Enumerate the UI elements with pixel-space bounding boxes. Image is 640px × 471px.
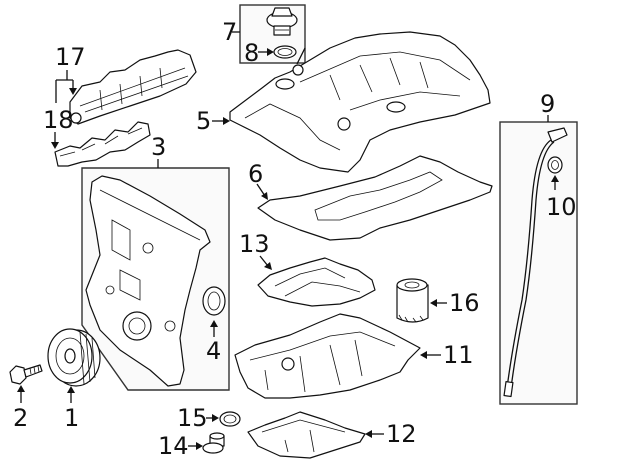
- callout-15: 15: [177, 404, 208, 432]
- callout-14: 14: [158, 432, 189, 460]
- lower-oil-pan-drawing[interactable]: [247, 411, 366, 459]
- callout-11: 11: [443, 341, 474, 369]
- crankshaft-pulley-drawing[interactable]: [47, 328, 101, 387]
- oil-baffle-drawing[interactable]: [257, 257, 376, 307]
- front-crank-seal-drawing[interactable]: [202, 286, 226, 316]
- callout-9: 9: [540, 90, 556, 118]
- group-frame-dipstick: [499, 121, 578, 405]
- oil-filter-drawing[interactable]: [396, 278, 429, 323]
- oil-filler-cap-drawing[interactable]: [266, 7, 298, 36]
- intake-manifold-gasket-drawing[interactable]: [54, 121, 151, 167]
- callout-4: 4: [206, 337, 222, 365]
- drain-plug-drawing[interactable]: [202, 432, 225, 454]
- filler-cap-seal-drawing[interactable]: [273, 45, 297, 59]
- leader-lines: [17, 31, 559, 450]
- callout-16: 16: [449, 289, 480, 317]
- callout-1: 1: [64, 404, 80, 432]
- callout-5: 5: [196, 107, 212, 135]
- upper-oil-pan-drawing[interactable]: [234, 313, 421, 399]
- callout-8: 8: [244, 39, 260, 67]
- callout-12: 12: [386, 420, 417, 448]
- timing-cover-drawing[interactable]: [85, 175, 211, 387]
- callout-7: 7: [222, 18, 238, 46]
- callout-18: 18: [43, 106, 74, 134]
- callout-17: 17: [55, 43, 86, 71]
- callout-3: 3: [151, 133, 167, 161]
- callout-2: 2: [13, 404, 29, 432]
- pulley-bolt-drawing[interactable]: [9, 364, 43, 385]
- valve-cover-drawing[interactable]: [229, 31, 491, 173]
- dipstick-o-ring-drawing: [547, 156, 563, 174]
- callout-13: 13: [239, 230, 270, 258]
- valve-cover-gasket-drawing[interactable]: [257, 155, 493, 241]
- callout-10: 10: [546, 193, 577, 221]
- callout-6: 6: [248, 160, 264, 188]
- intake-manifold-drawing[interactable]: [69, 49, 197, 125]
- drain-plug-gasket-drawing[interactable]: [219, 411, 241, 427]
- oil-dipstick-drawing[interactable]: [503, 127, 568, 398]
